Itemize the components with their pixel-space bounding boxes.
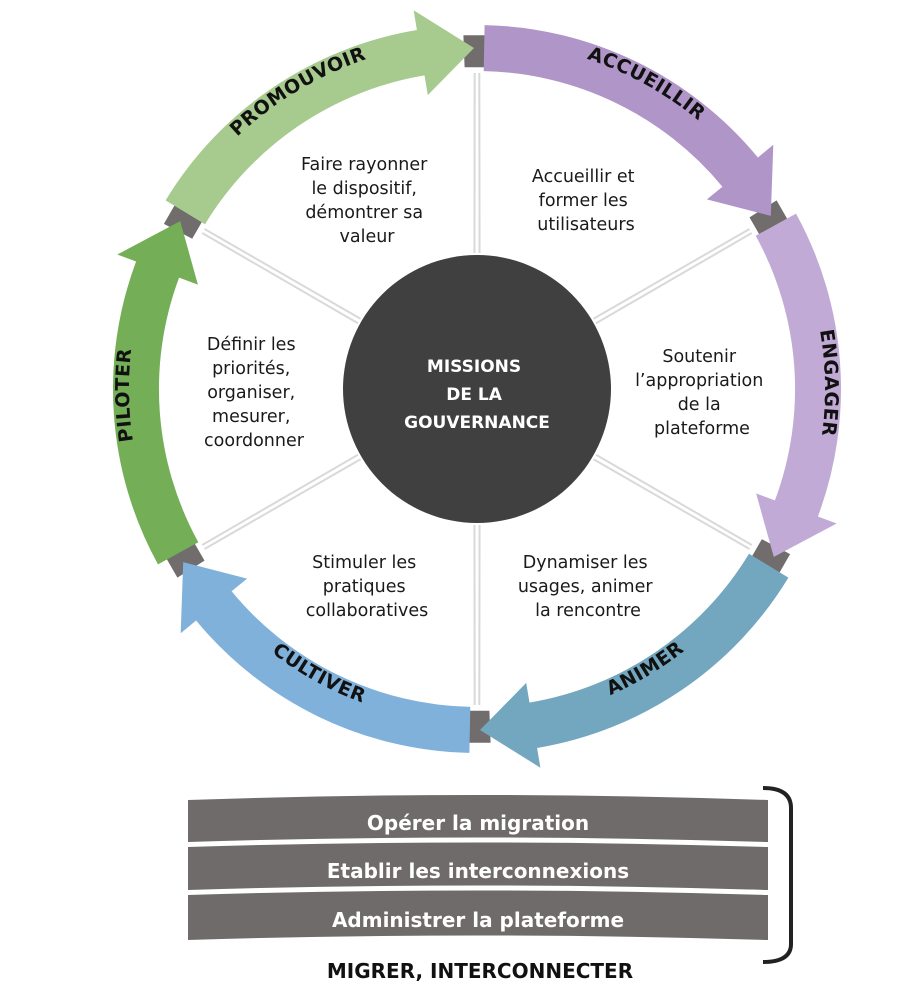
center-title: MISSIONS DE LA GOUVERNANCE: [404, 357, 550, 433]
stack-label-migration: Opérer la migration: [367, 811, 589, 835]
divider-line: [201, 232, 359, 325]
divider-line: [201, 453, 359, 546]
divider-line: [204, 458, 362, 550]
stack-caption: MIGRER, INTERCONNECTER: [327, 959, 633, 983]
arrow-animer: [480, 553, 789, 768]
divider-line: [595, 453, 753, 546]
cycle-arrows: [113, 10, 841, 768]
ring-connector: [463, 710, 491, 743]
stack-band-interconnexions: [188, 842, 768, 890]
segment-dividers: [201, 73, 753, 705]
divider-line: [592, 458, 750, 550]
description-piloter: Définir les priorités, organiser, mesure…: [204, 335, 305, 451]
description-accueillir: Accueillir et former les utilisateurs: [532, 167, 640, 235]
segment-descriptions: Accueillir et former les utilisateurs So…: [204, 155, 769, 621]
arrow-promouvoir: [165, 10, 474, 225]
description-animer: Dynamiser les usages, animer la rencontr…: [518, 553, 658, 621]
divider-line: [592, 228, 750, 320]
description-cultiver: Stimuler les pratiques collaboratives: [306, 553, 428, 621]
ring-connector: [463, 35, 491, 68]
arrow-label-piloter: PILOTER: [112, 347, 138, 443]
center-circle: [343, 255, 611, 523]
stack-band-migration: [188, 795, 768, 842]
divider-line: [595, 232, 753, 325]
stack-bracket: [762, 786, 793, 964]
arrow-cultiver: [180, 562, 471, 753]
arrow-piloter: [113, 221, 199, 565]
description-promouvoir: Faire rayonner le dispositif, démontrer …: [301, 155, 433, 247]
center-hub: MISSIONS DE LA GOUVERNANCE: [343, 255, 611, 523]
stack-label-administration: Administrer la plateforme: [332, 908, 624, 932]
stack-band-administration: [188, 890, 768, 940]
stack-label-interconnexions: Etablir les interconnexions: [327, 859, 629, 883]
arrow-engager: [755, 213, 841, 557]
foundation-stack: Opérer la migration Etablir les intercon…: [188, 786, 793, 983]
divider-line: [204, 228, 362, 320]
arrow-accueillir: [483, 25, 774, 216]
description-engager: Soutenir l’appropriation de la plateform…: [635, 347, 769, 439]
